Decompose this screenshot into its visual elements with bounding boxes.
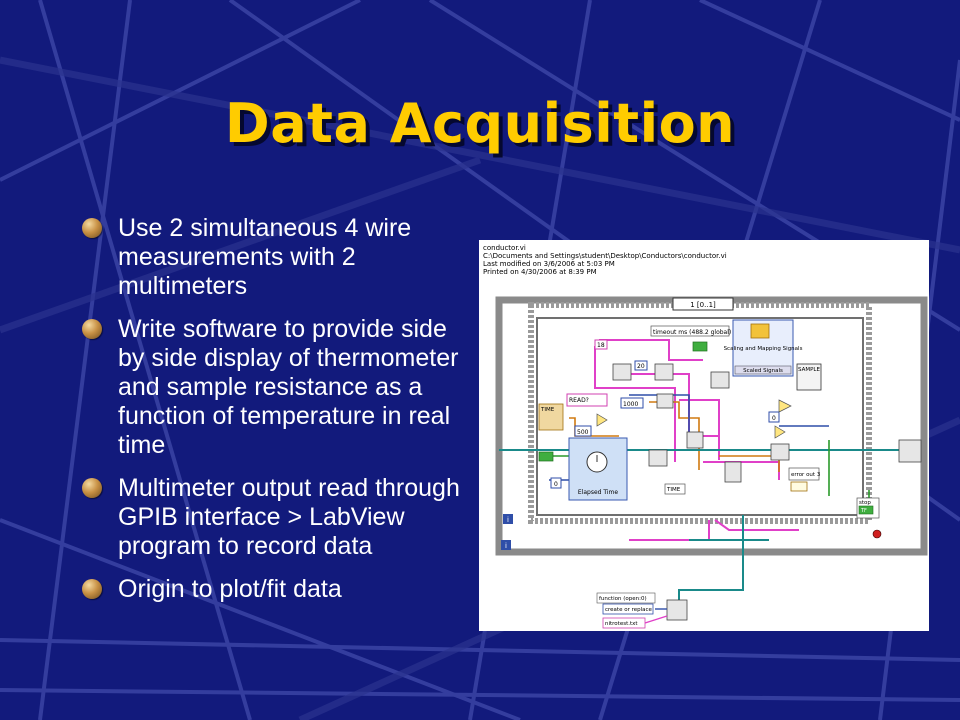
diagram-header: conductor.vi C:\Documents and Settings\s… xyxy=(483,244,727,276)
timeout-label-box xyxy=(650,325,730,337)
subvi-block xyxy=(686,431,704,449)
file-wire xyxy=(644,615,668,624)
bullet-text: Use 2 simultaneous 4 wire measurements w… xyxy=(118,214,412,300)
bullet-dot-icon xyxy=(82,218,102,238)
tf-indicator xyxy=(858,505,874,515)
function-label: function (open:0) xyxy=(599,596,647,602)
sequence-frame xyxy=(528,302,872,524)
subvi-block xyxy=(724,461,742,483)
const-20-label: 20 xyxy=(637,363,645,370)
elapsed-label: Elapsed Time xyxy=(578,489,618,496)
header-printed: Printed on 4/30/2006 at 8:39 PM xyxy=(483,268,597,276)
time-label: TIME xyxy=(540,407,555,413)
iteration-label: i xyxy=(507,516,509,524)
read-label: READ? xyxy=(569,397,589,404)
function-label-box xyxy=(596,592,656,604)
sample-label: SAMPLE xyxy=(798,367,820,373)
iteration-terminal xyxy=(501,540,511,550)
create-replace-box xyxy=(602,603,654,615)
subvi-block xyxy=(612,363,632,381)
bool-const xyxy=(692,341,708,352)
header-filename: conductor.vi xyxy=(483,244,526,252)
tf-label: TF xyxy=(860,508,867,514)
time-indicator xyxy=(538,403,564,431)
bullet-dot-icon xyxy=(82,478,102,498)
bullet-text: Multimeter output read through GPIB inte… xyxy=(118,474,460,560)
const-1000 xyxy=(620,397,644,409)
subvi-block xyxy=(710,371,730,389)
inner-frame xyxy=(536,317,864,516)
sample-indicator xyxy=(796,363,822,391)
bullet-item: Multimeter output read through GPIB inte… xyxy=(82,474,472,561)
loop-index-label: 1 [0..1] xyxy=(690,301,716,309)
subvi-block xyxy=(898,439,922,463)
error-out-label: error out 3 xyxy=(791,472,821,478)
const-20 xyxy=(634,360,648,371)
header-modified: Last modified on 3/6/2006 at 5:03 PM xyxy=(483,260,615,268)
const-0a-label: 0 xyxy=(554,481,558,488)
subvi-block xyxy=(656,393,674,409)
labview-diagram-screenshot: conductor.vi C:\Documents and Settings\s… xyxy=(479,240,929,631)
stop-label: stop xyxy=(859,500,871,506)
timeout-label: timeout ms (488.2 global) 3 xyxy=(653,329,737,336)
scaling-vi-icon xyxy=(750,323,770,339)
subvi-block xyxy=(654,363,674,381)
scaling-label: Scaling and Mapping Signals xyxy=(724,346,803,352)
bullet-dot-icon xyxy=(82,319,102,339)
loop-index-box xyxy=(672,297,734,311)
const-1000-label: 1000 xyxy=(623,401,638,408)
bullet-list: Use 2 simultaneous 4 wire measurements w… xyxy=(82,214,472,618)
const-0b xyxy=(768,411,780,423)
bullet-dot-icon xyxy=(82,579,102,599)
compare-node xyxy=(596,413,608,427)
subvi-block xyxy=(770,443,790,461)
filename-label: nitrotest.txt xyxy=(605,621,638,627)
bullet-text: Write software to provide side by side d… xyxy=(118,315,459,459)
error-out-terminal xyxy=(790,481,808,492)
time2-indicator xyxy=(664,483,686,495)
const-500-label: 500 xyxy=(577,429,589,436)
bool-const xyxy=(538,451,554,462)
bullet-item: Origin to plot/fit data xyxy=(82,575,472,604)
const-500 xyxy=(574,425,592,437)
const-18-label: 18 xyxy=(597,342,605,349)
scaled-signals-box xyxy=(734,365,792,375)
bullet-item: Write software to provide side by side d… xyxy=(82,315,472,460)
file-open-vi xyxy=(666,599,688,621)
side-credit-mark xyxy=(905,580,917,640)
compare-node xyxy=(774,425,786,439)
scaled-signals-label: Scaled Signals xyxy=(743,368,783,374)
const-0a xyxy=(550,477,562,489)
error-out-cluster xyxy=(788,467,820,481)
block-diagram: 1 [0..1] timeout ms (488.2 global) 3 Sca… xyxy=(495,296,928,629)
const-0b-label: 0 xyxy=(772,415,776,422)
bullet-text: Origin to plot/fit data xyxy=(118,575,342,603)
bullet-item: Use 2 simultaneous 4 wire measurements w… xyxy=(82,214,472,301)
iteration-terminal xyxy=(503,514,513,524)
slide-title: Data Acquisition xyxy=(224,92,736,155)
iteration-label: i xyxy=(505,542,507,550)
const-18 xyxy=(594,339,608,350)
stop-condition-icon xyxy=(872,529,882,539)
compare-node xyxy=(778,399,792,413)
create-replace-label: create or replace xyxy=(605,607,653,613)
time2-label: TIME xyxy=(666,487,681,493)
subvi-block xyxy=(648,449,668,467)
header-path: C:\Documents and Settings\student\Deskto… xyxy=(483,252,727,260)
read-string xyxy=(566,393,608,407)
